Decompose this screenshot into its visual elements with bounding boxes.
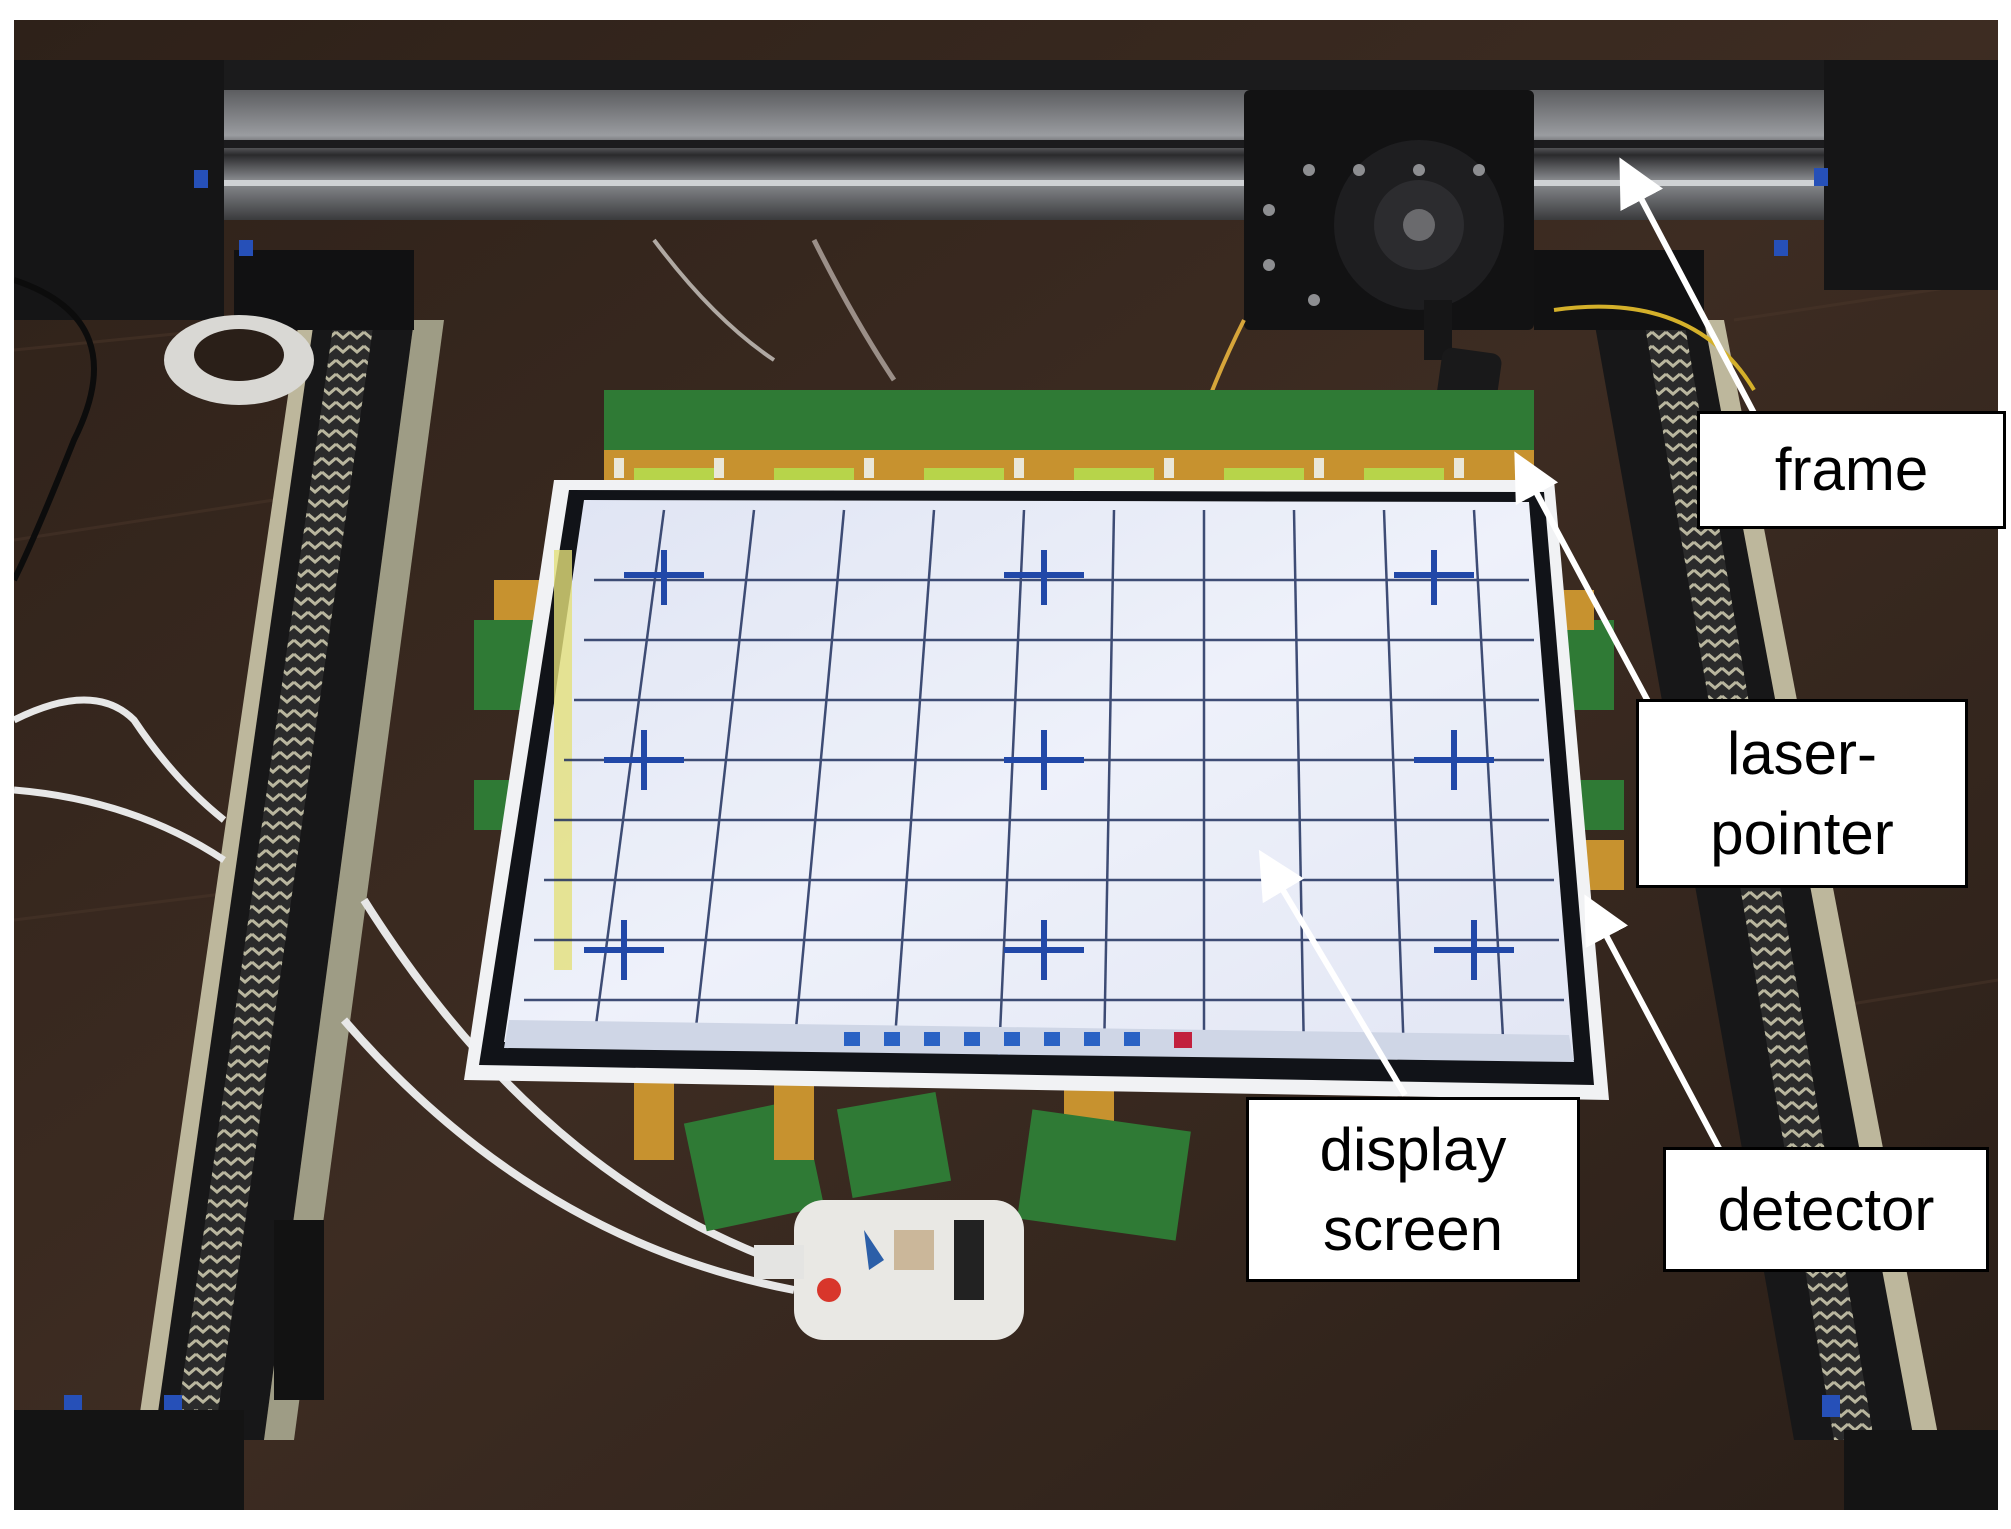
- top-driver-pcb: [604, 390, 1534, 490]
- bottom-pcbs: [634, 1070, 1191, 1241]
- laser-pointer-label: laser- pointer: [1636, 699, 1968, 888]
- st-link-programmer: [754, 1200, 1024, 1340]
- frame-label: frame: [1697, 411, 2006, 529]
- detector-label: detector: [1663, 1147, 1989, 1272]
- bottom-left-base: [14, 1410, 244, 1510]
- calibration-crosses: [584, 550, 1514, 980]
- tape-roll: [164, 315, 314, 405]
- left-rail: [136, 320, 444, 1440]
- bottom-right-base: [1844, 1430, 1998, 1510]
- top-rail: [14, 60, 1998, 330]
- blue-end-caps: [64, 168, 1840, 1417]
- display-screen-label: display screen: [1246, 1097, 1580, 1282]
- wires: [14, 238, 1756, 1294]
- side-box: [274, 1220, 324, 1400]
